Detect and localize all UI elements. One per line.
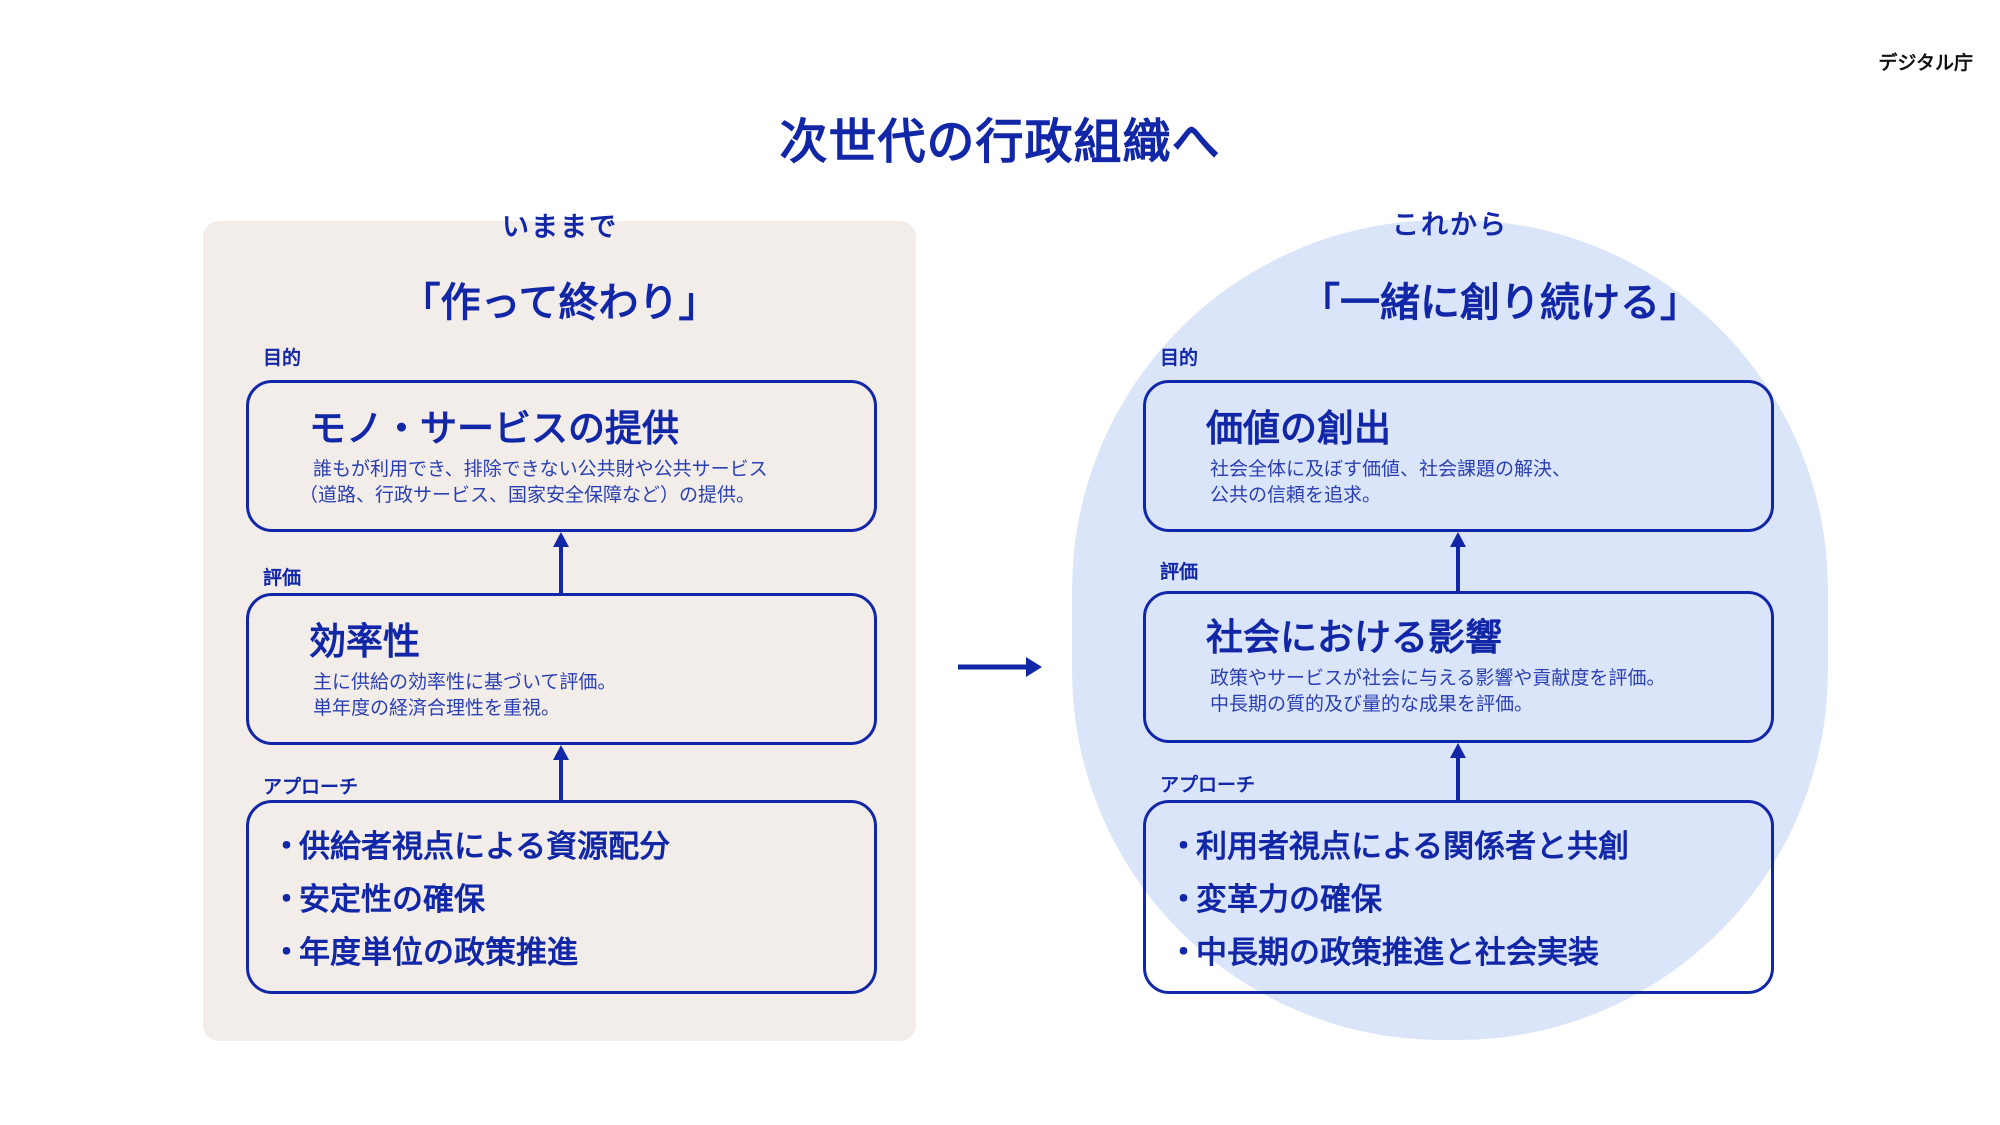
transition-arrow-right — [958, 657, 1042, 677]
right-approach-item: ・中長期の政策推進と社会実装 — [1168, 927, 1629, 980]
digital-agency-logo: デジタル庁 — [1878, 52, 1973, 74]
bullet-dot: ・ — [1168, 935, 1199, 971]
page-title: 次世代の行政組織へ — [779, 114, 1221, 170]
bullet-dot: ・ — [271, 882, 302, 918]
right-evaluation-label: 評価 — [1160, 561, 1199, 583]
left-purpose-desc-line-1: 誰もが利用でき、排除できない公共財や公共サービス — [313, 458, 768, 480]
left-slogan: 「作って終わり」 — [400, 280, 719, 326]
right-arrow-evaluation-to-purpose — [1450, 532, 1466, 591]
right-approach-item-text: 変革力の確保 — [1196, 882, 1382, 918]
bullet-dot: ・ — [1168, 882, 1199, 918]
right-approach-item-text: 中長期の政策推進と社会実装 — [1196, 935, 1599, 971]
right-purpose-label: 目的 — [1160, 347, 1199, 369]
right-approach-item-text: 利用者視点による関係者と共創 — [1196, 829, 1630, 865]
left-approach-box: ・供給者視点による資源配分 ・安定性の確保 ・年度単位の政策推進 — [246, 800, 877, 994]
right-slogan: 「一緒に創り続ける」 — [1300, 280, 1700, 326]
bullet-dot: ・ — [271, 935, 302, 971]
left-approach-item-text: 年度単位の政策推進 — [299, 935, 578, 971]
left-evaluation-desc-line-1: 主に供給の効率性に基づいて評価。 — [313, 671, 617, 693]
left-purpose-box: モノ・サービスの提供 誰もが利用でき、排除できない公共財や公共サービス （道路、… — [246, 380, 877, 532]
bullet-dot: ・ — [1168, 829, 1199, 865]
right-approach-item: ・変革力の確保 — [1168, 874, 1629, 927]
right-purpose-box: 価値の創出 社会全体に及ぼす価値、社会課題の解決、 公共の信頼を追求。 — [1143, 380, 1774, 532]
right-approach-box: ・利用者視点による関係者と共創 ・変革力の確保 ・中長期の政策推進と社会実装 — [1143, 800, 1774, 994]
left-approach-label: アプローチ — [263, 776, 359, 798]
left-purpose-desc-line-2: （道路、行政サービス、国家安全保障など）の提供。 — [299, 483, 756, 506]
right-evaluation-title: 社会における影響 — [1206, 616, 1502, 659]
left-purpose-label: 目的 — [263, 347, 302, 369]
left-panel-background — [203, 221, 916, 1041]
right-arrow-approach-to-evaluation — [1450, 743, 1466, 800]
right-purpose-title: 価値の創出 — [1206, 407, 1391, 450]
left-purpose-title: モノ・サービスの提供 — [309, 407, 679, 450]
left-approach-item-text: 供給者視点による資源配分 — [299, 829, 671, 865]
right-evaluation-desc-line-2: 中長期の質的及び量的な成果を評価。 — [1210, 692, 1534, 715]
right-purpose-desc-line-1: 社会全体に及ぼす価値、社会課題の解決、 — [1210, 458, 1572, 480]
left-arrow-approach-to-evaluation — [553, 745, 569, 800]
right-approach-item: ・利用者視点による関係者と共創 — [1168, 821, 1629, 874]
left-evaluation-label: 評価 — [263, 567, 302, 589]
left-approach-item: ・供給者視点による資源配分 — [271, 821, 670, 874]
bullet-dot: ・ — [271, 829, 302, 865]
right-evaluation-desc-line-1: 政策やサービスが社会に与える影響や貢献度を評価。 — [1210, 667, 1666, 689]
left-approach-item-text: 安定性の確保 — [299, 882, 485, 918]
left-evaluation-box: 効率性 主に供給の効率性に基づいて評価。 単年度の経済合理性を重視。 — [246, 593, 877, 745]
left-approach-item: ・年度単位の政策推進 — [271, 927, 670, 980]
right-column-label: これから — [1392, 210, 1508, 241]
right-panel-background — [1072, 220, 1828, 1040]
left-column-label: いままで — [502, 212, 618, 243]
left-approach-item: ・安定性の確保 — [271, 874, 670, 927]
left-evaluation-desc-line-2: 単年度の経済合理性を重視。 — [313, 696, 561, 719]
right-evaluation-box: 社会における影響 政策やサービスが社会に与える影響や貢献度を評価。 中長期の質的… — [1143, 591, 1774, 743]
right-purpose-desc-line-2: 公共の信頼を追求。 — [1210, 483, 1382, 506]
left-evaluation-title: 効率性 — [309, 620, 420, 663]
left-arrow-evaluation-to-purpose — [553, 532, 569, 593]
right-approach-label: アプローチ — [1160, 774, 1256, 796]
